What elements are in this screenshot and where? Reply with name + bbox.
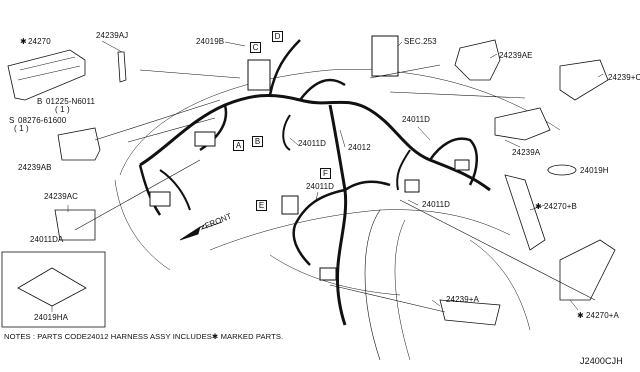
callout-c: C (250, 42, 261, 53)
callout-d: D (272, 31, 283, 42)
label-24011d-c: 24011D (306, 182, 335, 191)
bolt1-circle-marker: B (37, 97, 43, 106)
label-bolt2-qty: ( 1 ) (14, 124, 29, 133)
label-24239ae: 24239AE (499, 51, 533, 60)
label-asterisk-24270: ✱ (20, 37, 27, 46)
label-24012: 24012 (348, 143, 371, 152)
label-24011d-d: 24011D (422, 200, 451, 209)
label-24239a: 24239A (512, 148, 541, 157)
label-24011d-a: 24011D (298, 139, 327, 148)
label-24011d-b: 24011D (402, 115, 431, 124)
label-24270b: 24270+B (544, 202, 577, 211)
label-24239pa: 24239+A (446, 295, 479, 304)
label-sec253: SEC.253 (404, 37, 437, 46)
label-bolt2: 08276-61600 (18, 116, 67, 125)
label-24019h: 24019H (580, 166, 609, 175)
callout-e: E (256, 200, 267, 211)
label-asterisk-24270a: ✱ (577, 311, 584, 320)
label-24270: 24270 (28, 37, 51, 46)
callout-a: A (233, 140, 244, 151)
notes-text: NOTES : PARTS CODE24012 HARNESS ASSY INC… (4, 332, 284, 341)
label-bolt1-qty: ( 1 ) (55, 105, 70, 114)
label-24239aj: 24239AJ (96, 31, 129, 40)
label-24239c: 24239+C (608, 73, 640, 82)
label-asterisk-24270b: ✱ (535, 202, 542, 211)
label-24011da: 24011DA (30, 235, 64, 244)
callout-f: F (320, 168, 331, 179)
diagram-code: J2400CJH (580, 356, 623, 366)
label-24239ab: 24239AB (18, 163, 52, 172)
label-24239ac: 24239AC (44, 192, 79, 201)
callout-b: B (252, 136, 263, 147)
label-24019b: 24019B (196, 37, 225, 46)
bolt2-circle-marker: S (9, 116, 15, 125)
label-bolt1: 01225-N6011 (46, 97, 95, 106)
label-24270a: 24270+A (586, 311, 619, 320)
label-24019ha: 24019HA (34, 313, 69, 322)
